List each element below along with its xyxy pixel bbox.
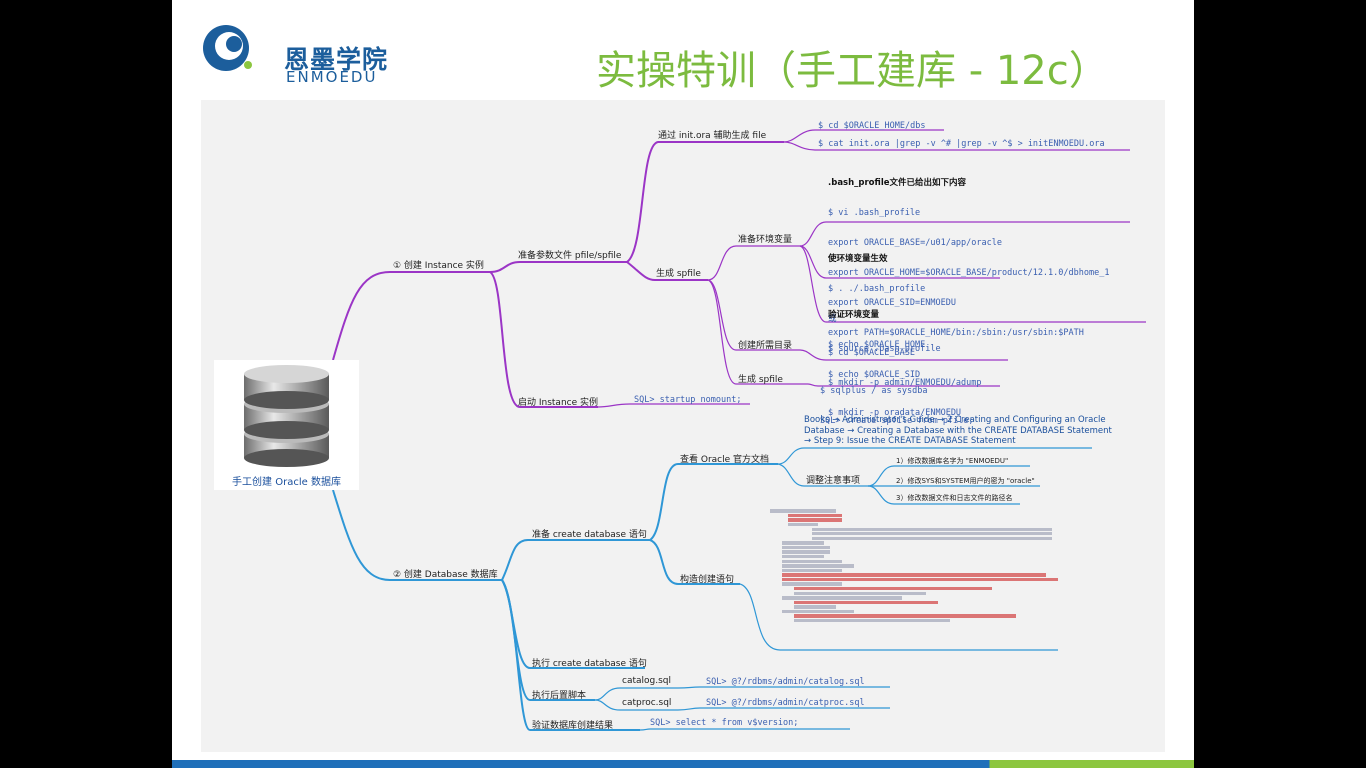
apply-env-or: 或 <box>828 314 837 324</box>
docs-path: Books → Administrator's Guide → 2 Creati… <box>804 415 1112 447</box>
connector-catproc-cmd <box>677 707 890 711</box>
adjust-label: 调整注意事项 <box>806 476 861 486</box>
connector-init-cmd1 <box>783 129 944 143</box>
connector-adjust-item1 <box>867 465 1030 487</box>
connector-prepare-spfile <box>626 261 708 281</box>
verify-env-cmd1: $ echo $ORACLE_HOME <box>828 340 926 350</box>
adjust-item-1: 1）修改数据库名字为 "ENMOEDU" <box>896 457 1009 465</box>
connector-branch2-prepare <box>501 539 650 581</box>
verify-env-title: 验证环境变量 <box>828 310 880 320</box>
post-scripts-label: 执行后置脚本 <box>532 691 587 701</box>
branch1-label: ① 创建 Instance 实例 <box>393 261 484 271</box>
env-label: 准备环境变量 <box>738 235 793 245</box>
catproc-label: catproc.sql <box>622 698 672 708</box>
connector-spfile-gen <box>707 279 808 385</box>
connector-branch2-exec <box>501 579 645 669</box>
connector-verify-cmd <box>639 728 850 731</box>
catalog-cmd: SQL> @?/rdbms/admin/catalog.sql <box>706 677 865 687</box>
prepare-stmt-label: 准备 create database 语句 <box>532 530 647 540</box>
logo-swirl-icon <box>203 25 252 71</box>
connector-gen-cmds <box>807 383 1000 387</box>
apply-env-cmd2: $ source .bash_profile <box>828 344 941 354</box>
connector-post-catproc <box>594 699 678 711</box>
connector-post-catalog <box>594 687 678 701</box>
database-icon <box>244 365 329 467</box>
startup-cmd: SQL> startup nomount; <box>634 395 742 405</box>
docs-path-line-3: → Step 9: Issue the CREATE DATABASE Stat… <box>804 436 1016 446</box>
apply-env-title: 使环境变量生效 <box>828 254 888 264</box>
gen-spfile-cmd-2: SQL> create spfile from pfile; <box>820 416 974 426</box>
enmoedu-logo: 恩墨学院 ENMOEDU <box>198 18 398 86</box>
mindmap-canvas <box>201 100 1165 752</box>
connector-branch1-prepare <box>489 261 627 273</box>
connector-catalog-cmd <box>677 686 890 689</box>
connector-docs-adjust <box>777 463 868 487</box>
init-cmd1: $ cd $ORACLE_HOME/dbs <box>818 121 926 131</box>
connector-adjust-item3 <box>867 485 1020 505</box>
connector-spfile-dirs <box>707 279 800 351</box>
bash-profile-block: .bash_profile文件已给出如下内容 $ vi .bash_profil… <box>828 158 1109 348</box>
connector-root-branch2 <box>332 489 502 581</box>
bash-line-2: export ORACLE_BASE=/u01/app/oracle <box>828 238 1002 248</box>
connector-root-branch1 <box>332 271 490 361</box>
gen-spfile-sub-label: 生成 spfile <box>738 375 783 385</box>
logo-chinese-text: 恩墨学院 <box>284 45 389 74</box>
bash-line-1: $ vi .bash_profile <box>828 208 921 218</box>
connector-env-verify <box>799 245 1146 323</box>
connector-init-cmd2 <box>783 141 1130 151</box>
page-title: 实操特训（手工建库 - 12c） <box>596 48 1109 94</box>
bash-line-5: export PATH=$ORACLE_HOME/bin:/sbin:/usr/… <box>828 328 1084 338</box>
bash-profile-title: .bash_profile文件已给出如下内容 <box>828 178 967 188</box>
catalog-label: catalog.sql <box>622 676 671 686</box>
verify-env-cmd2: $ echo $ORACLE_SID <box>828 370 921 380</box>
catproc-cmd: SQL> @?/rdbms/admin/catproc.sql <box>706 698 865 708</box>
create-database-sql-thumbnail <box>770 508 1070 648</box>
verify-env-block: 验证环境变量 $ echo $ORACLE_HOME $ echo $ORACL… <box>828 290 925 390</box>
connector-prepare-docs <box>649 463 778 541</box>
docs-path-line-2: Database → Creating a Database with the … <box>804 425 1112 436</box>
connector-build-sql <box>739 583 1058 651</box>
dirs-cmd-1: $ cd $ORACLE_BASE <box>828 348 915 358</box>
connector-branch2-verify <box>501 579 640 731</box>
verify-db-label: 验证数据库创建结果 <box>532 721 614 731</box>
adjust-item-2: 2）修改SYS和SYSTEM用户的密为 "oracle" <box>896 477 1035 485</box>
build-stmt-label: 构造创建语句 <box>680 575 735 585</box>
apply-env-cmd1: $ . ./.bash_profile <box>828 284 926 294</box>
bash-line-4: export ORACLE_SID=ENMOEDU <box>828 298 956 308</box>
docs-path-line-1: Books → Administrator's Guide → 2 Creati… <box>804 415 1106 425</box>
verify-db-cmd: SQL> select * from v$version; <box>650 718 799 728</box>
apply-env-block: 使环境变量生效 $ . ./.bash_profile 或 $ source .… <box>828 234 941 364</box>
connector-start-cmd <box>597 403 750 408</box>
gen-spfile-cmd-1: $ sqlplus / as sysdba <box>820 386 928 396</box>
connector-docs-path <box>777 447 1092 465</box>
adjust-item-3: 3）修改数据文件和日志文件的路径名 <box>896 494 1013 502</box>
exec-create-label: 执行 create database 语句 <box>532 659 647 669</box>
dirs-cmds: $ cd $ORACLE_BASE $ mkdir -p admin/ENMOE… <box>828 328 982 428</box>
oracle-docs-label: 查看 Oracle 官方文档 <box>680 455 770 465</box>
init-cmd2: $ cat init.ora |grep -v ^# |grep -v ^$ >… <box>818 139 1105 149</box>
logo-english-text: ENMOEDU <box>286 68 378 86</box>
connector-dirs-cmds <box>799 349 1008 361</box>
start-instance-label: 启动 Instance 实例 <box>518 398 599 408</box>
branch2-label: ② 创建 Database 数据库 <box>393 570 498 580</box>
bottom-accent-bar <box>172 760 1194 768</box>
gen-spfile-label: 生成 spfile <box>656 269 701 279</box>
root-label: 手工创建 Oracle 数据库 <box>232 477 341 488</box>
gen-spfile-cmds: $ sqlplus / as sysdba SQL> create spfile… <box>820 366 974 436</box>
connector-branch1-start <box>489 271 598 408</box>
root-node: 手工创建 Oracle 数据库 <box>214 360 359 490</box>
connector-env-apply <box>799 245 1000 279</box>
via-init-label: 通过 init.ora 辅助生成 file <box>658 131 767 141</box>
connector-prepare-build <box>649 539 740 585</box>
dirs-label: 创建所需目录 <box>738 341 793 351</box>
prepare-param-label: 准备参数文件 pfile/spfile <box>518 251 622 261</box>
connector-spfile-env <box>707 245 800 281</box>
connector-env-bash <box>799 221 1130 247</box>
bash-line-3: export ORACLE_HOME=$ORACLE_BASE/product/… <box>828 268 1110 278</box>
connector-prepare-init <box>626 141 784 263</box>
dirs-cmd-2: $ mkdir -p admin/ENMOEDU/adump <box>828 378 982 388</box>
dirs-cmd-3: $ mkdir -p oradata/ENMOEDU <box>828 408 962 418</box>
